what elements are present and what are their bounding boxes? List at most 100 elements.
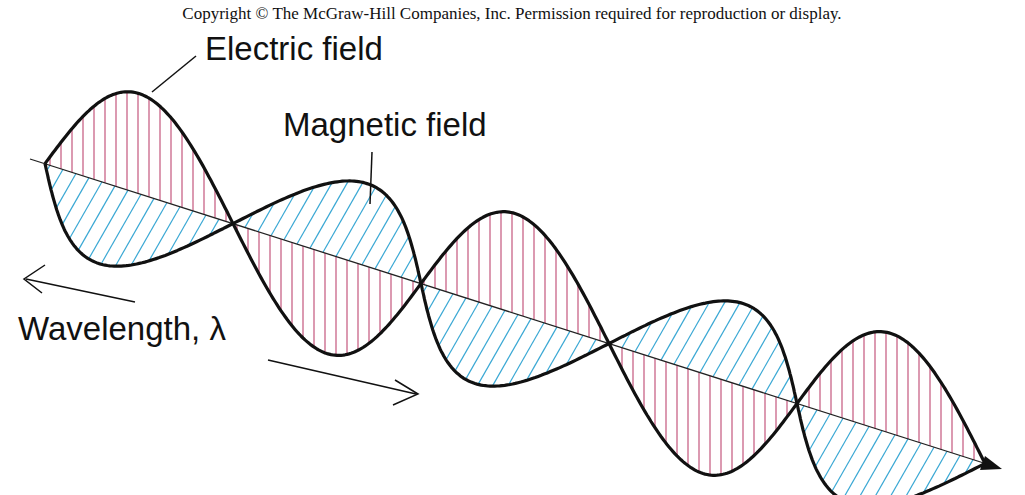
electric-hatch bbox=[269, 235, 270, 293]
magnetic-hatch bbox=[89, 190, 128, 259]
electric-hatch bbox=[368, 267, 369, 343]
electric-hatch bbox=[115, 94, 116, 187]
magnetic-hatch bbox=[726, 316, 763, 381]
electric-hatch bbox=[907, 343, 908, 439]
electric-hatch bbox=[159, 106, 160, 200]
electric-hatch bbox=[665, 362, 666, 444]
electric-hatch bbox=[654, 358, 655, 428]
electric-hatch bbox=[775, 397, 776, 431]
electric-hatch bbox=[731, 383, 732, 472]
field-label: Magnetic field bbox=[283, 106, 487, 144]
electric-hatch bbox=[467, 228, 468, 299]
wavelength-arrow bbox=[268, 360, 416, 394]
electric-hatch bbox=[170, 118, 171, 204]
electric-hatch bbox=[852, 341, 853, 422]
magnetic-hatch bbox=[778, 376, 791, 398]
electric-hatch bbox=[643, 355, 644, 410]
electric-hatch bbox=[819, 373, 820, 411]
electric-hatch bbox=[544, 235, 545, 323]
electric-hatch bbox=[456, 238, 457, 295]
electric-hatch bbox=[500, 212, 501, 309]
magnetic-hatch bbox=[446, 302, 479, 360]
magnetic-hatch bbox=[428, 290, 441, 312]
magnetic-hatch bbox=[739, 327, 772, 385]
electric-hatch bbox=[280, 239, 281, 311]
electric-hatch bbox=[357, 263, 358, 350]
magnetic-hatch bbox=[492, 319, 531, 387]
electric-hatch bbox=[522, 217, 523, 316]
electric-hatch bbox=[698, 372, 699, 472]
magnetic-hatch bbox=[843, 431, 883, 495]
electric-hatch bbox=[687, 369, 688, 466]
electric-hatch bbox=[71, 129, 72, 173]
wavelength-arrow bbox=[26, 279, 135, 302]
magnetic-hatch bbox=[433, 294, 453, 330]
wavelength-arrowhead bbox=[24, 265, 45, 293]
magnetic-hatch bbox=[832, 427, 869, 492]
magnetic-hatch bbox=[455, 306, 492, 371]
electric-hatch bbox=[313, 249, 314, 347]
electric-hatch bbox=[940, 382, 941, 449]
magnetic-hatch bbox=[870, 439, 908, 495]
magnetic-hatch bbox=[101, 194, 141, 264]
electric-hatch bbox=[60, 142, 61, 168]
magnetic-hatch bbox=[823, 422, 856, 480]
electric-hatch bbox=[181, 132, 182, 207]
magnetic-hatch bbox=[69, 182, 102, 239]
electric-hatch bbox=[830, 361, 831, 415]
electric-hatch bbox=[192, 149, 193, 211]
magnetic-hatch bbox=[349, 195, 386, 260]
electric-hatch bbox=[555, 249, 556, 326]
leader-line bbox=[370, 152, 372, 204]
electric-hatch bbox=[951, 401, 952, 453]
electric-hatch bbox=[632, 351, 633, 390]
electric-hatch bbox=[137, 93, 138, 193]
magnetic-hatch bbox=[752, 341, 779, 389]
magnetic-hatch bbox=[466, 310, 505, 379]
electric-hatch bbox=[753, 390, 754, 456]
magnetic-hatch bbox=[78, 186, 115, 251]
magnetic-hatch bbox=[51, 169, 63, 190]
electric-hatch bbox=[203, 168, 204, 215]
electric-hatch bbox=[489, 214, 490, 305]
magnetic-hatch bbox=[401, 254, 414, 277]
electric-hatch bbox=[742, 386, 743, 464]
field-label: Electric field bbox=[205, 30, 383, 68]
electric-hatch bbox=[709, 376, 710, 475]
electric-hatch bbox=[346, 260, 347, 355]
electric-hatch bbox=[445, 251, 446, 292]
electric-hatch bbox=[148, 98, 149, 197]
electric-hatch bbox=[588, 304, 589, 337]
electric-hatch bbox=[214, 188, 215, 218]
electric-hatch bbox=[863, 335, 864, 425]
electric-hatch bbox=[764, 393, 765, 444]
magnetic-hatch bbox=[855, 435, 895, 495]
magnetic-hatch bbox=[62, 178, 89, 225]
magnetic-hatch bbox=[310, 181, 348, 248]
magnetic-hatch bbox=[478, 315, 518, 385]
electric-hatch bbox=[962, 421, 963, 457]
wavelength-label: Wavelength, λ bbox=[18, 310, 226, 348]
electric-hatch bbox=[291, 242, 292, 325]
magnetic-hatch bbox=[713, 308, 752, 377]
electric-hatch bbox=[335, 256, 336, 355]
electric-hatch bbox=[401, 278, 402, 309]
electric-hatch bbox=[720, 379, 721, 475]
magnetic-hatch bbox=[362, 206, 395, 264]
electric-hatch bbox=[82, 116, 83, 175]
magnetic-hatch bbox=[700, 303, 740, 373]
electric-hatch bbox=[104, 98, 105, 182]
electric-wave bbox=[45, 92, 985, 476]
magnetic-hatch bbox=[804, 410, 817, 433]
wavelength-arrowhead bbox=[393, 380, 418, 405]
leader-line bbox=[152, 56, 196, 92]
electric-hatch bbox=[302, 246, 303, 338]
electric-hatch bbox=[896, 336, 897, 436]
magnetic-hatch bbox=[115, 198, 154, 266]
electric-hatching bbox=[50, 92, 974, 475]
magnetic-hatch bbox=[375, 220, 403, 269]
electric-hatch bbox=[841, 350, 842, 418]
electric-hatch bbox=[390, 274, 391, 322]
electric-hatch bbox=[533, 225, 534, 320]
